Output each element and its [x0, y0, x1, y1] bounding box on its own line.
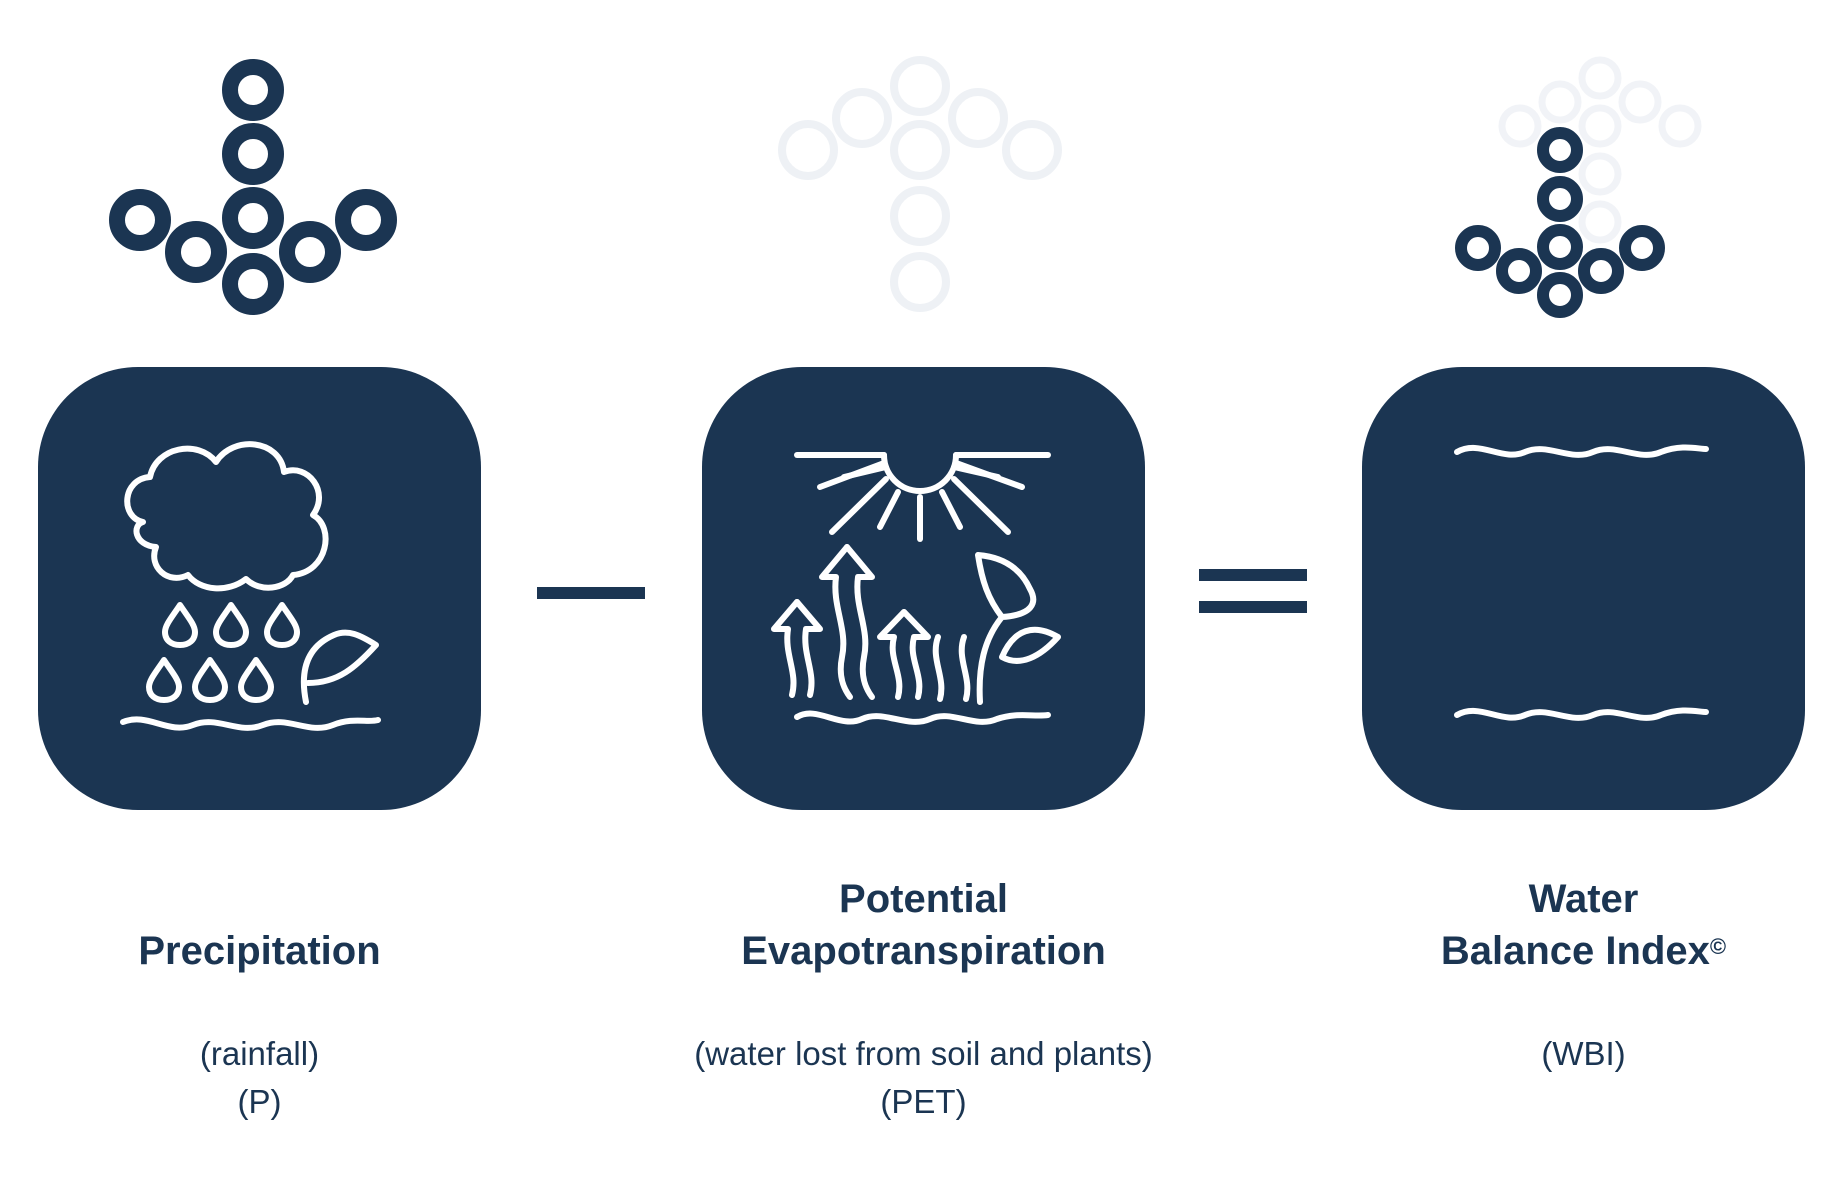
water-waves-icon	[1454, 444, 1709, 721]
wbi-description: (WBI)	[1362, 1030, 1805, 1078]
pet-title-line-1: Potential	[839, 877, 1008, 921]
pet-title: Potential Evapotranspiration	[702, 873, 1145, 977]
copyright-mark: ©	[1709, 934, 1727, 959]
wbi-droplet-arrow-icon	[1455, 127, 1665, 318]
equals-operator-bottom	[1199, 601, 1307, 613]
wbi-title: Water Balance Index©	[1362, 873, 1805, 977]
precipitation-title-line: Precipitation	[138, 929, 381, 973]
wbi-tile-text: WBI	[1452, 887, 1715, 1034]
pet-abbreviation: (PET)	[880, 1083, 967, 1120]
precipitation-description: (rainfall) (P)	[38, 1030, 481, 1126]
pet-description: (water lost from soil and plants) (PET)	[600, 1030, 1247, 1126]
pet-description-text: (water lost from soil and plants)	[694, 1035, 1153, 1072]
precipitation-droplet-arrow-icon	[109, 59, 397, 315]
precipitation-title: Precipitation	[38, 925, 481, 977]
minus-operator	[537, 587, 645, 599]
rain-cloud-icon	[120, 441, 381, 731]
evapotranspiration-tile	[702, 367, 1145, 810]
equals-operator-top	[1199, 569, 1307, 581]
precipitation-tile	[38, 367, 481, 810]
wbi-title-line-2-wrap: Balance Index©	[1362, 925, 1805, 977]
wbi-title-line-2: Balance Index	[1440, 929, 1710, 973]
faded-evaporation-droplets-icon	[778, 56, 1062, 312]
pet-title-line-2: Evapotranspiration	[741, 929, 1106, 973]
wbi-description-text: (WBI)	[1541, 1035, 1626, 1072]
precipitation-abbreviation: (P)	[237, 1083, 282, 1120]
sun-evaporation-icon	[771, 452, 1061, 725]
precipitation-description-text: (rainfall)	[199, 1035, 320, 1072]
faded-wbi-droplets-icon	[1498, 56, 1702, 244]
wbi-tile: WBI	[1362, 367, 1805, 1027]
wbi-title-line-1: Water	[1528, 877, 1639, 921]
droplet-arrows	[109, 56, 1702, 318]
